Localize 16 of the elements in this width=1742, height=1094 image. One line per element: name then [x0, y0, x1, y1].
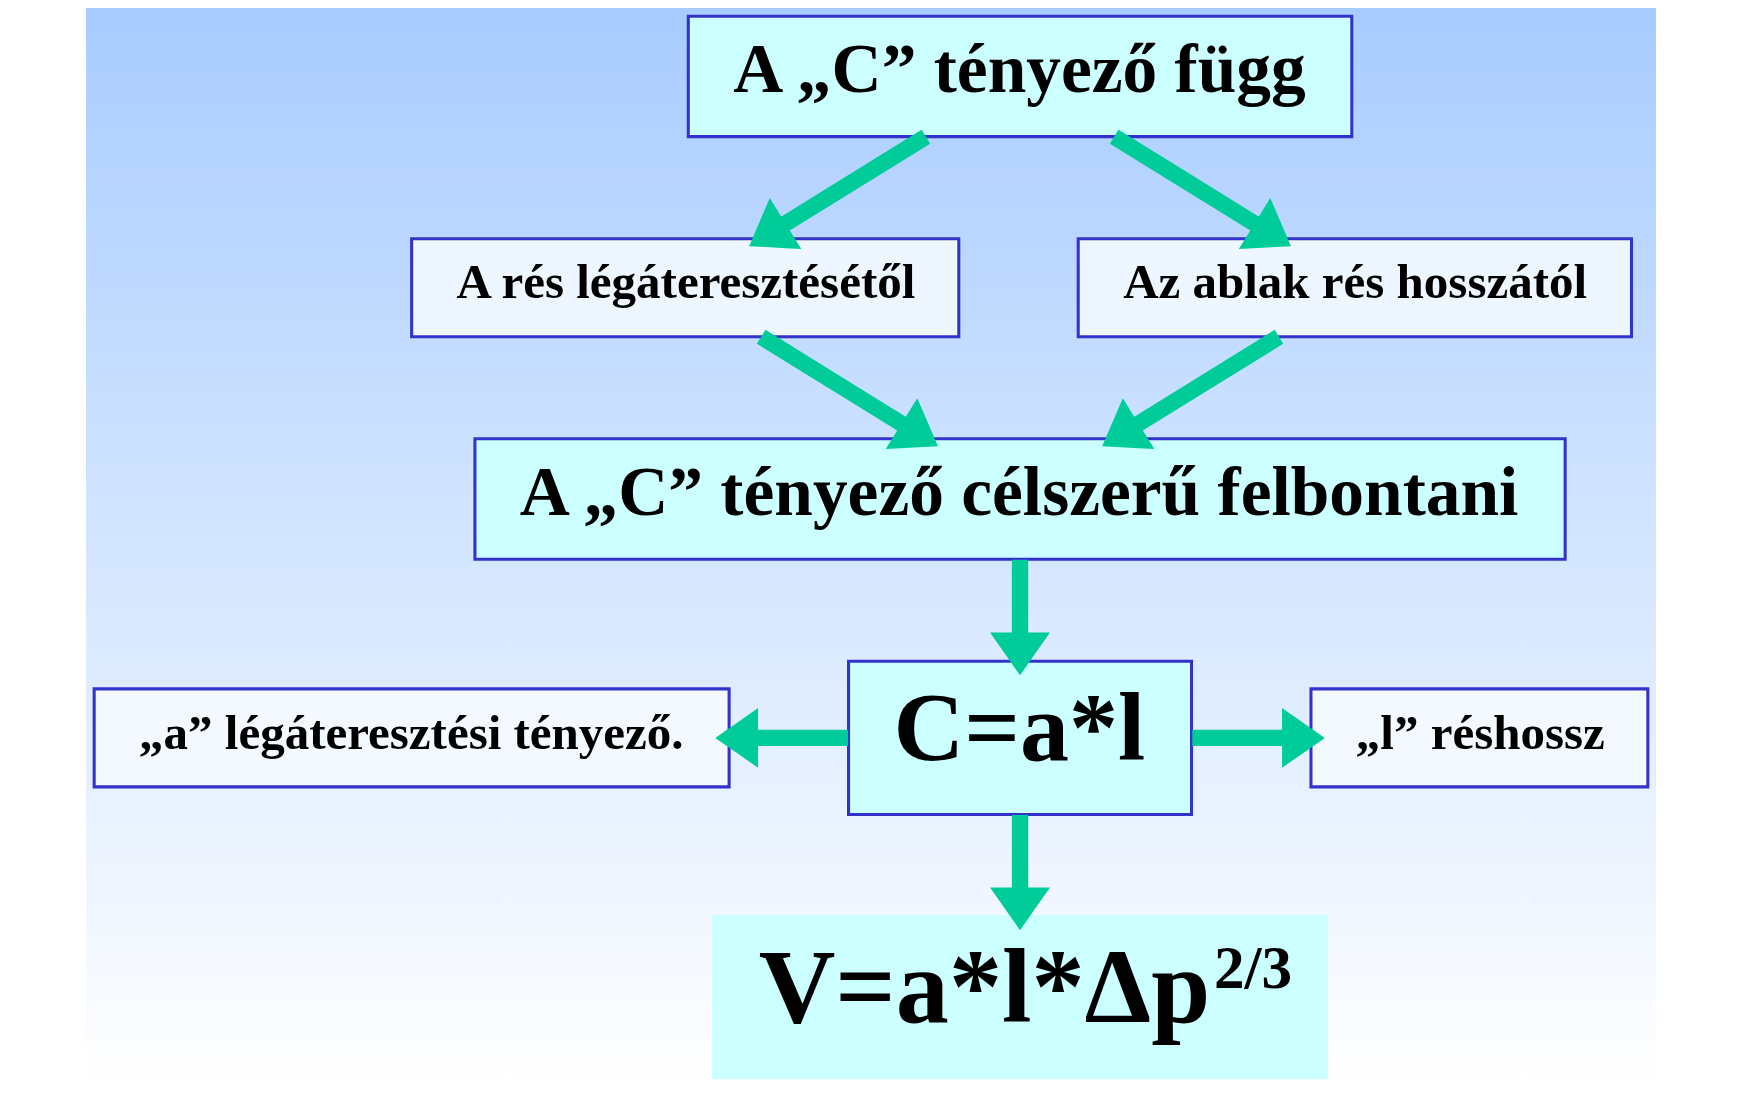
- arrow: [1102, 329, 1284, 450]
- node-box: A rés légáteresztésétől: [410, 237, 961, 339]
- node-box: C=a*l: [847, 659, 1194, 816]
- node-box: A „C” tényező függ: [686, 14, 1354, 139]
- arrow: [1192, 707, 1325, 768]
- arrow: [715, 707, 849, 768]
- arrow: [1109, 129, 1291, 250]
- node-box: A „C” tényező célszerű felbontani: [473, 437, 1567, 561]
- arrow: [749, 129, 931, 250]
- arrow: [990, 815, 1050, 931]
- node-box: „l” réshossz: [1309, 687, 1650, 789]
- arrow: [990, 559, 1050, 676]
- node-box: Az ablak rés hosszától: [1076, 237, 1634, 339]
- node-box: „a” légáteresztési tényező.: [92, 687, 731, 789]
- node-box: V=a*l*Δp$^{2/3}$: [712, 915, 1328, 1080]
- arrow: [756, 329, 938, 450]
